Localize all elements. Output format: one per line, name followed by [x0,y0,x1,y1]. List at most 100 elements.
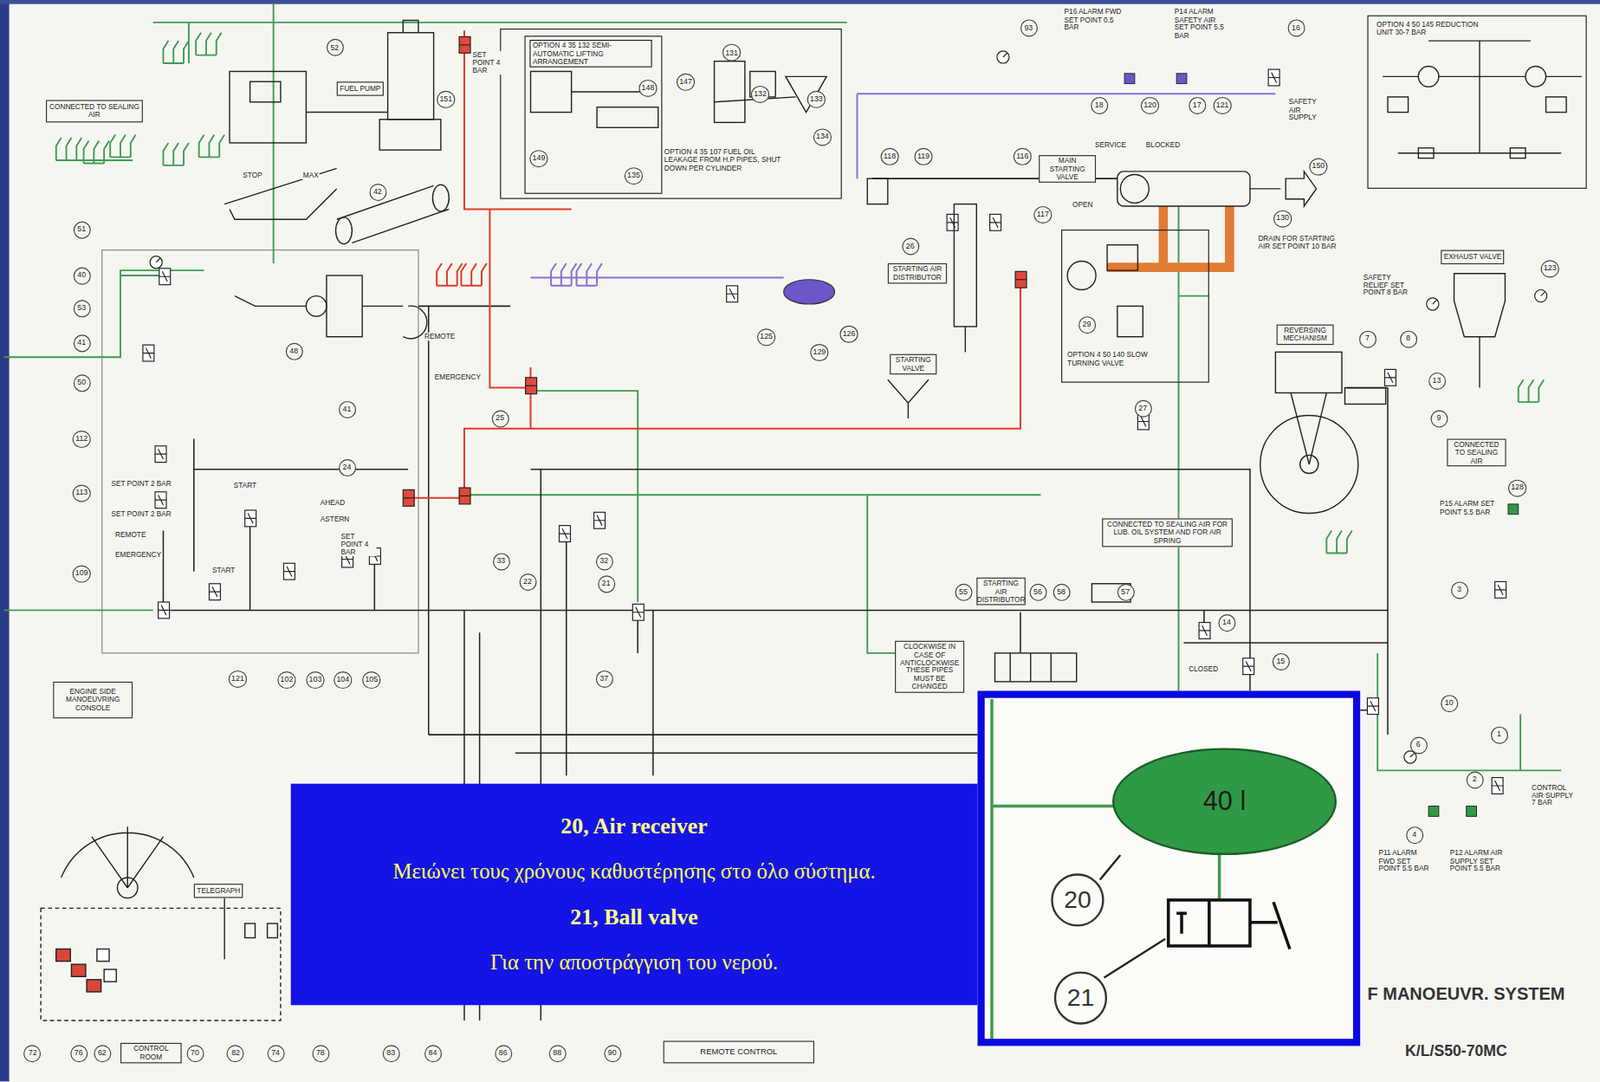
callout-number: 62 [93,1044,111,1063]
note-label: SERVICE [1094,141,1128,149]
callout-number: 15 [1271,652,1290,670]
inset-illustration [977,690,1361,1046]
valve-symbol [142,36,1507,794]
component-label-box: STARTING AIR DISTRIBUTOR [976,577,1026,606]
component-label: REVERSING MECHANISM [1279,326,1331,343]
callout-number: 2 [1465,770,1484,789]
callout-number: 51 [72,220,91,239]
engine-illustration [1250,171,1317,207]
valve-symbol [946,213,959,231]
component-label: EXHAUST VALVE [1444,252,1502,261]
inset-illustration [1100,855,1166,978]
paper-ground [0,0,1600,5]
engine-illustration [1120,174,1149,203]
engine-illustration [305,296,327,318]
engine-illustration [432,184,449,212]
volume-label: 40 l [1203,786,1246,817]
component-label: CONNECTED TO SEALING AIR [1450,440,1503,466]
engine-illustration [224,20,1582,682]
note-label: REMOTE [114,531,148,539]
engine-illustration [326,275,363,337]
note-label: SAFETY AIR SUPPLY [1288,97,1331,122]
control-panel-illustration [103,969,117,982]
callout-number: 9 [1430,409,1448,428]
callout-number: 50 [72,374,91,392]
valve-symbol [155,492,167,509]
paper-ground [0,0,10,1082]
callout-number: 74 [266,1044,285,1063]
note-label: EMERGENCY [434,373,483,382]
callout-number: 150 [1308,157,1328,175]
pressure-gauge [149,256,162,269]
note-label: AHEAD [319,498,347,507]
option-frame: OPTION 4 35 107 FUEL OIL LEAKAGE FROM H.… [499,28,843,200]
annotation-heading: 21, Ball valve [570,904,699,932]
note-label: BLOCKED [1145,141,1182,149]
callout-number: 21 [597,575,616,593]
component-label-box: REMOTE CONTROL [663,1040,815,1063]
callout-number: 10 [1440,694,1458,713]
control-panel-illustration [40,907,281,1021]
callout-number: 40 [72,266,91,285]
component-label: OPTION 4 35 107 FUEL OIL LEAKAGE FROM H.… [664,148,782,173]
valve-symbol [158,602,170,619]
note-label: P15 ALARM SET POINT 5.5 BAR [1438,499,1497,516]
note-label: MAX [302,171,320,180]
note-label: SET POINT 2 BAR [110,510,173,519]
callout-number: 82 [226,1044,245,1063]
component-label: OPTION 4 35 132 SEMI-AUTOMATIC LIFTING A… [529,39,652,68]
engine-illustration [1117,171,1251,207]
engine-illustration [887,326,966,419]
green-pipe [56,137,82,161]
callout-number: 112 [72,429,91,447]
valve-symbol [142,344,155,362]
valve-symbol [1366,698,1379,715]
note-label: SET POINT 2 BAR [110,479,173,488]
control-panel-illustration [116,877,138,899]
valve-symbol [726,285,739,303]
pressure-gauge [1535,290,1548,303]
control-panel-illustration [97,948,110,961]
zoom-inset: 202140 l [977,690,1361,1046]
note-label: REMOTE [423,332,457,341]
note-label: P16 ALARM FWD SET POINT 0.5 BAR [1062,7,1122,32]
callout-number: 70 [186,1044,204,1063]
red-pipe [460,263,486,286]
callout-number: 55 [954,582,972,601]
component-label: ENGINE SIDE MANOEUVRING CONSOLE [56,687,130,713]
valve-symbol [155,446,167,463]
callout-number: 32 [595,552,613,571]
control-panel-illustration [40,826,281,1021]
callout-number: 13 [1428,371,1446,389]
valve-symbol [159,268,171,286]
valve-symbol [990,213,1002,231]
callout-number: 134 [813,128,833,146]
callout-number: 3 [1450,581,1468,599]
pressure-switch [1124,73,1135,85]
annotation-panel: 20, Air receiverΜειώνει τους χρόνους καθ… [291,783,979,1006]
callout-number: 147 [676,72,696,91]
purple-receiver [783,279,836,305]
callout-number: 86 [494,1044,512,1063]
callout-number: 151 [436,90,456,108]
note-label: SET POINT 4 BAR [471,51,511,75]
valve-symbol [594,511,606,529]
component-label-box: TELEGRAPH [194,883,244,898]
valve-symbol [1198,622,1211,640]
callout-number: 27 [1133,399,1152,417]
component-label: STARTING VALVE [893,356,934,372]
callout-number: 56 [1029,582,1047,601]
engine-illustration [1067,261,1096,291]
valve-symbol [525,377,538,395]
callout-number: 121 [1212,96,1232,114]
note-label: ASTERN [319,515,351,524]
component-label-box: REVERSING MECHANISM [1276,324,1335,346]
callout-number: 42 [369,182,387,201]
air-receiver: 40 l [1112,747,1337,856]
engine-illustration [1290,393,1327,465]
green-pipe [4,4,1562,771]
valve-symbol [1491,777,1503,795]
